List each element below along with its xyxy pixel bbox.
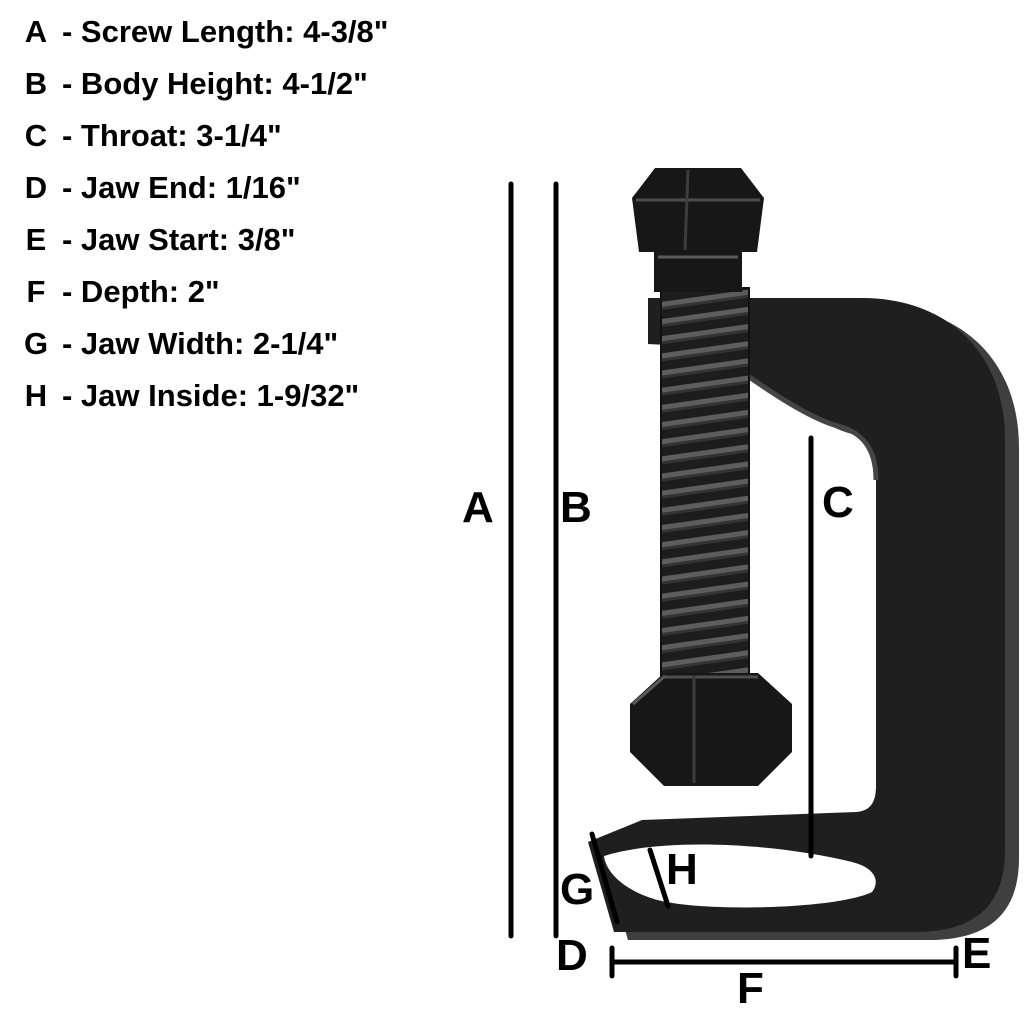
- tool-body-silhouette: [588, 298, 1005, 932]
- legend-letter: B: [24, 66, 48, 101]
- legend-text: - Jaw Inside: 1-9/32": [62, 378, 360, 413]
- dimension-line-h: [647, 847, 671, 909]
- jaw-slot: [604, 844, 876, 908]
- legend-letter: E: [25, 222, 47, 257]
- legend-letter: F: [26, 274, 46, 309]
- legend-text: - Depth: 2": [62, 274, 220, 309]
- legend-letter: H: [24, 378, 48, 413]
- legend-item: A - Screw Length: 4-3/8": [12, 6, 389, 58]
- legend-text: - Jaw Start: 3/8": [62, 222, 296, 257]
- legend-text: - Screw Length: 4-3/8": [62, 14, 389, 49]
- legend-text: - Throat: 3-1/4": [62, 118, 282, 153]
- legend-letter: A: [24, 14, 48, 49]
- dimension-label-h: H: [666, 845, 698, 894]
- legend-item: E - Jaw Start: 3/8": [12, 214, 388, 266]
- hex-head-facet: [683, 169, 690, 251]
- legend-item: D - Jaw End: 1/16": [12, 162, 388, 214]
- legend-letter: D: [24, 170, 48, 205]
- legend-item: G - Jaw Width: 2-1/4": [12, 318, 388, 370]
- dimension-label-b: B: [560, 483, 592, 532]
- dimension-line-g: [589, 831, 620, 925]
- dimension-legend: A - Screw Length: 4-3/8" B - Body Height…: [12, 6, 389, 422]
- legend-letter: C: [24, 118, 48, 153]
- dimension-label-c: C: [822, 478, 854, 527]
- legend-item: B - Body Height: 4-1/2": [12, 58, 388, 110]
- legend-item: F - Depth: 2": [12, 266, 388, 318]
- legend-text: - Jaw Width: 2-1/4": [62, 326, 339, 361]
- legend-letter: G: [23, 326, 49, 361]
- legend-text: - Jaw End: 1/16": [62, 170, 301, 205]
- hex-nut: [630, 673, 792, 786]
- dimension-label-a: A: [462, 483, 494, 532]
- screw-collar: [654, 252, 742, 292]
- dimension-label-d: D: [556, 931, 588, 980]
- legend-item: C - Throat: 3-1/4": [12, 110, 388, 162]
- hex-head: [632, 168, 764, 252]
- screw-thread: [660, 287, 750, 694]
- dimension-lines: [508, 181, 959, 979]
- legend-item: H - Jaw Inside: 1-9/32": [12, 370, 388, 422]
- legend-text: - Body Height: 4-1/2": [62, 66, 368, 101]
- dimension-label-f: F: [737, 964, 764, 1013]
- dimension-label-g: G: [560, 865, 595, 914]
- hex-nut-bevel: [632, 674, 666, 706]
- dimension-label-e: E: [962, 929, 992, 978]
